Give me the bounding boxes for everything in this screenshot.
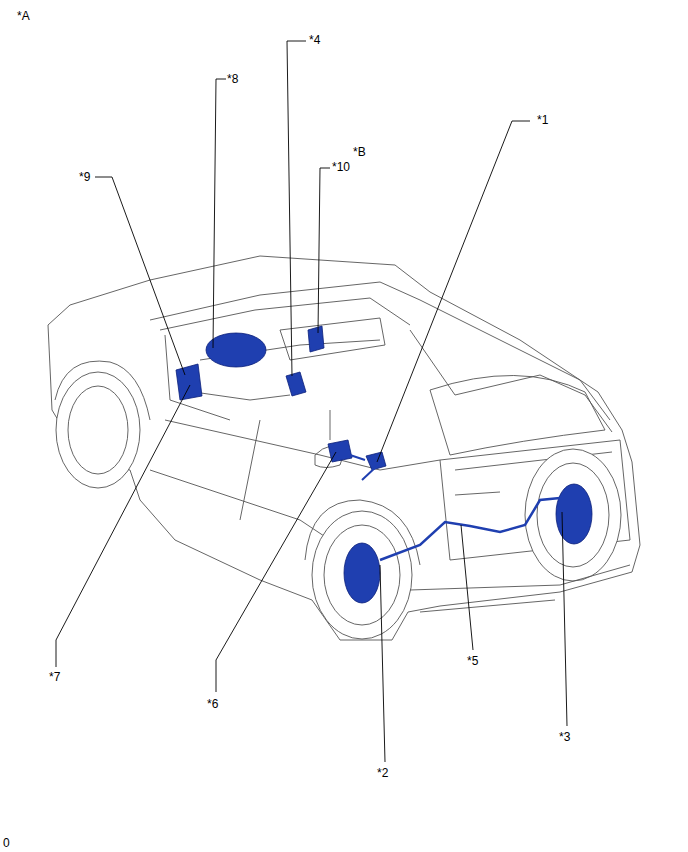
callout-number: *7: [48, 670, 61, 684]
callout-number: *9: [78, 170, 91, 184]
callout-number: *4: [308, 33, 321, 47]
callout-number: *5: [466, 654, 479, 668]
callout-number: *A: [16, 9, 31, 23]
callout-number: *2: [376, 766, 389, 780]
wire-harness: [350, 455, 378, 480]
callout-number: *3: [558, 730, 571, 744]
callout-number: *6: [206, 697, 219, 711]
callout-number: *1: [536, 113, 549, 127]
callout-number: 0: [2, 836, 11, 850]
callout-number: *8: [226, 72, 239, 86]
wire-harness: [380, 498, 560, 560]
callout-number: *10: [331, 160, 351, 174]
callout-number: *B: [352, 145, 367, 159]
